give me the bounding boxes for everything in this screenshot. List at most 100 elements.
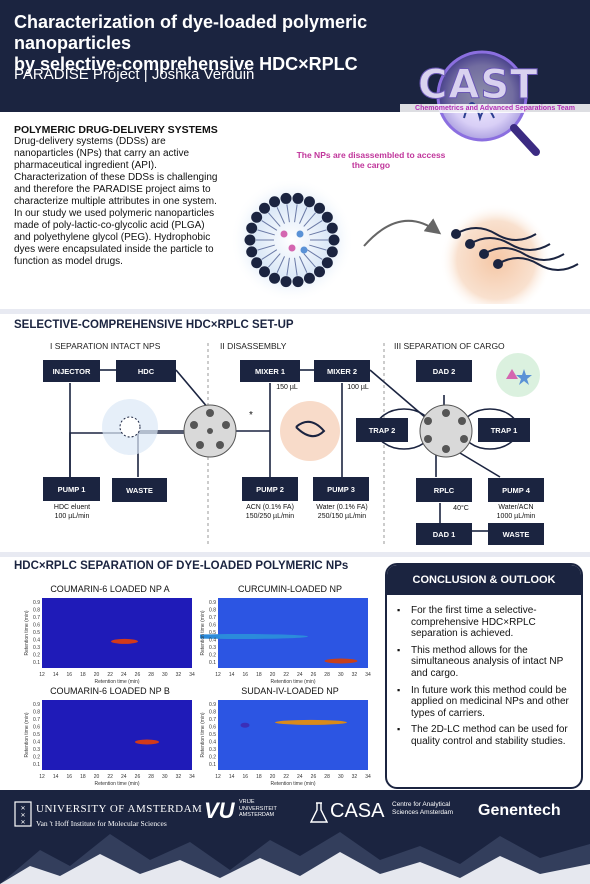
stage-1-label: I SEPARATION INTACT NPS [50,341,161,351]
np-headgroup-dot [280,192,292,204]
svg-text:✕: ✕ [20,805,25,812]
pump-3-box: PUMP 3 [313,477,369,501]
x-tick-label: 16 [66,672,72,678]
x-tick-label: 30 [162,672,168,678]
x-tick-label: 22 [283,672,289,678]
x-tick-label: 12 [215,774,221,780]
chain-headgroup-dot [479,249,489,259]
y-tick-label: 0.9 [33,600,40,606]
np-headgroup-dot [258,266,270,278]
y-tick-label: 0.8 [209,710,216,716]
intact-nanoparticle [244,192,340,288]
chain-headgroup-dot [493,259,503,269]
y-tick-label: 0.9 [33,702,40,708]
rplc-box: RPLC [416,478,472,502]
x-tick-label: 28 [148,774,154,780]
y-tick-label: 0.1 [33,762,40,768]
heatmap-peak [324,658,358,664]
divider-2 [0,552,590,557]
x-tick-label: 20 [94,672,100,678]
np-headgroup-dot [258,202,270,214]
x-tick-label: 32 [352,774,358,780]
np-chain-line [294,257,298,276]
footer: ✕ ✕ ✕ UNIVERSITY OF AMSTERDAM Van 't Hof… [0,790,590,884]
np-chain-line [294,204,298,223]
np-chain-line [268,212,281,227]
y-tick-label: 0.6 [33,623,40,629]
np-headgroup-dot [326,222,338,234]
y-tick-label: 0.6 [209,623,216,629]
results-title: HDC×RPLC SEPARATION OF DYE-LOADED POLYME… [14,560,349,572]
y-tick-label: 0.4 [209,638,216,644]
stage-2-label: II DISASSEMBLY [220,341,287,351]
y-tick-label: 0.4 [33,740,40,746]
waste-2-box: WASTE [488,523,544,545]
cargo-star-icon [516,369,532,385]
x-tick-label: 22 [107,774,113,780]
x-tick-label: 26 [311,672,317,678]
y-tick-label: 0.8 [209,608,216,614]
np-headgroup-dot [326,246,338,258]
cargo-triangle-icon [506,369,518,379]
np-chain-line [261,249,278,260]
y-tick-label: 0.5 [209,630,216,636]
np-chain-line [299,207,308,224]
plot-2-title: CURCUMIN-LOADED NP [237,584,342,594]
setup-title: SELECTIVE-COMPREHENSIVE HDC×RPLC SET-UP [14,319,294,331]
np-headgroup-dot [328,234,340,246]
genentech-logo: Genentech [478,802,561,819]
x-tick-label: 12 [215,672,221,678]
casa-logo-word: CASA [330,800,385,822]
y-tick-label: 0.9 [209,702,216,708]
np-headgroup-dot [321,257,333,269]
x-tick-label: 14 [229,774,235,780]
y-tick-label: 0.9 [209,600,216,606]
pump-2-box: PUMP 2 [242,477,298,501]
cargo-note: The NPs are disassembled to access the c… [296,150,446,170]
intro-section: POLYMERIC DRUG-DELIVERY SYSTEMS Drug-del… [0,112,590,308]
x-tick-label: 20 [94,774,100,780]
y-tick-label: 0.2 [209,755,216,761]
heatmap-background [218,598,368,668]
y-axis-label: Retention time (min) [200,712,206,757]
disassembled-np-glow [440,204,552,304]
poster-title: Characterization of dye-loaded polymeric… [14,12,434,75]
x-tick-label: 22 [283,774,289,780]
np-chain-line [261,220,278,231]
y-tick-label: 0.2 [33,755,40,761]
np-chain-line [303,212,316,227]
author-line: PARADISE Project | Joshka Verduin [14,66,255,83]
x-tick-label: 26 [135,672,141,678]
column-temperature: 40°C [453,505,469,512]
np-headgroup-dot [269,196,281,208]
waste-1-box: WASTE [112,478,167,502]
y-tick-label: 0.5 [209,732,216,738]
x-tick-label: 32 [176,774,182,780]
x-tick-label: 24 [121,672,127,678]
title-line-2: by selective-comprehensive HDC×RPLC [14,54,358,74]
uva-name: UNIVERSITY OF AMSTERDAM [36,803,203,815]
polymer-chain [483,247,565,261]
x-tick-label: 20 [270,774,276,780]
np-cargo-dot [280,230,288,238]
polymer-chain [455,227,537,241]
mixer-2-volume: 100 µL [347,384,369,391]
title-line-1: Characterization of dye-loaded polymeric… [14,12,368,53]
x-tick-label: 30 [338,774,344,780]
x-tick-label: 24 [121,774,127,780]
y-tick-label: 0.4 [209,740,216,746]
heatmap-background [42,598,192,668]
pump-3-note: Water (0.1% FA) 250/150 µL/min [316,504,368,520]
np-headgroup-dot [251,211,263,223]
x-tick-label: 34 [365,672,371,678]
x-tick-label: 20 [270,672,276,678]
y-tick-label: 0.7 [33,615,40,621]
heatmap-peak [111,638,138,644]
conclusion-list: For the first time a selective-comprehen… [397,605,577,753]
x-tick-label: 14 [53,672,59,678]
x-tick-label: 34 [365,774,371,780]
y-tick-label: 0.1 [209,660,216,666]
np-cargo-dot [296,230,304,238]
